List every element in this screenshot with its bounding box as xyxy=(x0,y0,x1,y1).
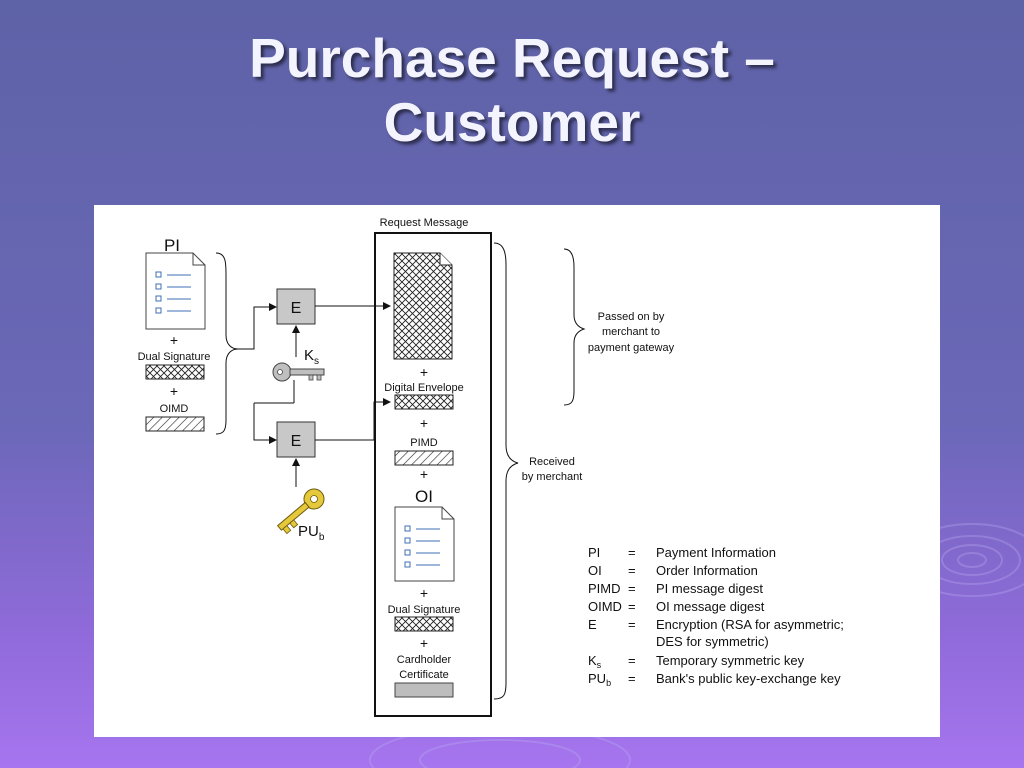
dual-signature-block xyxy=(145,364,205,380)
passed-on-label-line3: payment gateway xyxy=(588,342,675,354)
legend-equals: = xyxy=(628,563,636,578)
pub-label: PUb xyxy=(298,523,325,543)
legend-equals: = xyxy=(628,671,636,686)
pi-label: PI xyxy=(164,236,180,255)
left-curly-brace xyxy=(215,252,239,435)
digital-envelope-block xyxy=(394,394,454,410)
digital-envelope-label: Digital Envelope xyxy=(384,382,464,394)
arrow-to-digital-envelope xyxy=(315,398,391,441)
oi-label: OI xyxy=(415,487,433,506)
legend-definition: Encryption (RSA for asymmetric; xyxy=(656,617,844,632)
legend-equals: = xyxy=(628,545,636,560)
plus-sign: + xyxy=(170,332,178,348)
oimd-label: OIMD xyxy=(160,403,189,415)
request-message-label: Request Message xyxy=(380,217,469,229)
passed-on-label-line1: Passed on by xyxy=(598,311,665,323)
legend-equals: = xyxy=(628,617,636,632)
legend-definition-continued: DES for symmetric) xyxy=(656,634,769,649)
legend-definition: Order Information xyxy=(656,563,758,578)
upper-encrypt-label: E xyxy=(291,300,302,317)
cardholder-certificate-block xyxy=(394,682,454,698)
legend-definition: Bank's public key-exchange key xyxy=(656,671,841,686)
document-fold xyxy=(439,253,452,266)
plus-sign: + xyxy=(420,415,428,431)
gold-key-icon xyxy=(276,488,325,535)
slide-title-line1: Purchase Request – xyxy=(249,27,775,89)
request-message-box xyxy=(374,232,492,717)
lower-encrypt-label: E xyxy=(291,433,302,450)
legend-equals: = xyxy=(628,599,636,614)
cardholder-certificate-label-line2: Certificate xyxy=(399,669,449,681)
dual-signature-label: Dual Signature xyxy=(138,351,211,363)
legend-equals: = xyxy=(628,653,636,668)
legend-term: PUb xyxy=(588,671,611,688)
received-label-line2: by merchant xyxy=(522,471,583,483)
legend-term: PI xyxy=(588,545,600,560)
lower-encrypt-box xyxy=(276,421,316,458)
plus-sign: + xyxy=(420,585,428,601)
legend-definition: Payment Information xyxy=(656,545,776,560)
received-by-merchant-brace xyxy=(493,242,519,700)
oimd-block xyxy=(145,416,205,432)
ks-label: Ks xyxy=(304,347,319,367)
legend-definition: Temporary symmetric key xyxy=(656,653,805,668)
grey-key-icon xyxy=(272,362,325,382)
legend-definition: PI message digest xyxy=(656,581,763,596)
legend-equals: = xyxy=(628,581,636,596)
legend-term: E xyxy=(588,617,597,632)
plus-sign: + xyxy=(420,466,428,482)
cardholder-certificate-label-line1: Cardholder xyxy=(397,654,452,666)
legend-definition: OI message digest xyxy=(656,599,765,614)
purchase-request-diagram: Request Message PI + Dual Signature + OI… xyxy=(138,217,844,717)
legend-term: Ks xyxy=(588,653,602,670)
passed-on-label-line2: merchant to xyxy=(602,326,660,338)
legend-term: OIMD xyxy=(588,599,622,614)
pimd-block xyxy=(394,450,454,466)
slide-title-line2: Customer xyxy=(383,91,641,153)
received-label-line1: Received xyxy=(529,456,575,468)
pimd-label: PIMD xyxy=(410,437,438,449)
plus-sign: + xyxy=(170,383,178,399)
plus-sign: + xyxy=(420,635,428,651)
passed-on-brace xyxy=(563,248,586,406)
pi-document-icon xyxy=(145,252,206,330)
encrypted-pi-document xyxy=(393,252,453,360)
legend: PI = Payment Information OI = Order Info… xyxy=(588,545,844,688)
plus-sign: + xyxy=(420,364,428,380)
slide-title: Purchase Request – Customer xyxy=(0,26,1024,154)
connector-to-lower-encrypt xyxy=(253,403,277,444)
message-dual-signature-label: Dual Signature xyxy=(388,604,461,616)
oi-document-icon xyxy=(394,506,455,582)
legend-term: OI xyxy=(588,563,602,578)
connector-to-upper-encrypt xyxy=(238,303,277,350)
message-dual-signature-block xyxy=(394,616,454,632)
diagram-panel: Request Message PI + Dual Signature + OI… xyxy=(94,205,940,737)
legend-term: PIMD xyxy=(588,581,621,596)
